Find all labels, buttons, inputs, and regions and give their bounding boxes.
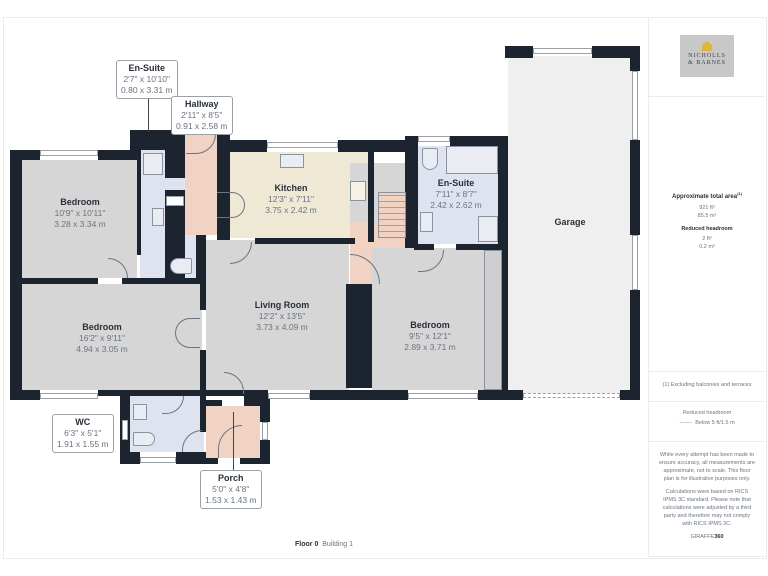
window bbox=[140, 457, 176, 463]
window bbox=[268, 393, 310, 399]
callout-ensuite-1: En-Suite 2'7" x 10'10" 0.80 x 3.31 m bbox=[116, 60, 178, 99]
room-label-ensuite-2: En-Suite 7'11" x 8'7" 2.42 x 2.62 m bbox=[430, 178, 482, 210]
callout-wc: WC 6'3" x 5'1" 1.91 x 1.55 m bbox=[52, 414, 114, 453]
wall bbox=[338, 140, 406, 152]
window bbox=[40, 393, 98, 399]
wall bbox=[10, 278, 98, 284]
window bbox=[533, 48, 592, 54]
basin-fixture bbox=[133, 404, 147, 420]
leader-line bbox=[233, 412, 234, 470]
wall bbox=[310, 390, 408, 400]
door bbox=[175, 318, 200, 348]
note-section: (1) Excluding balconies and terraces bbox=[649, 371, 765, 402]
basin-fixture bbox=[152, 208, 164, 226]
wall bbox=[200, 400, 222, 406]
bedroom-3-floor bbox=[372, 248, 504, 390]
room-label-garage: Garage bbox=[554, 217, 586, 227]
wall bbox=[165, 150, 185, 178]
garage-floor bbox=[508, 56, 633, 398]
window bbox=[632, 235, 638, 290]
wall bbox=[10, 150, 40, 160]
window bbox=[262, 422, 268, 440]
wall bbox=[10, 150, 22, 400]
callout-hallway: Hallway 2'11" x 8'5" 0.91 x 2.58 m bbox=[171, 96, 233, 135]
wall bbox=[200, 284, 206, 310]
wall bbox=[244, 396, 270, 406]
wall bbox=[122, 278, 206, 284]
wall bbox=[478, 390, 508, 400]
wall bbox=[630, 290, 640, 400]
window bbox=[408, 393, 478, 399]
window bbox=[122, 420, 128, 440]
wall bbox=[98, 390, 268, 396]
area-title: Approximate total area(1) bbox=[672, 191, 742, 200]
living-room-floor bbox=[206, 240, 349, 390]
wall bbox=[456, 244, 504, 250]
shower-fixture bbox=[143, 153, 163, 175]
window bbox=[267, 142, 338, 148]
area-section: Approximate total area(1) 921 ft² 85.5 m… bbox=[649, 96, 765, 372]
window bbox=[166, 196, 184, 206]
wall bbox=[165, 190, 185, 278]
wardrobe bbox=[484, 250, 502, 390]
window bbox=[632, 71, 638, 140]
sink-fixture bbox=[280, 154, 304, 168]
basin-fixture bbox=[420, 212, 433, 232]
wall bbox=[630, 140, 640, 235]
room-label-bedroom-3: Bedroom 9'5" x 12'1" 2.89 x 3.71 m bbox=[404, 320, 456, 352]
leader-line bbox=[148, 96, 149, 132]
wall bbox=[405, 136, 418, 248]
toilet-fixture bbox=[170, 258, 192, 274]
toilet-fixture bbox=[422, 148, 438, 170]
floor-plan: Bedroom 10'9" x 10'11" 3.28 x 3.34 m Bed… bbox=[10, 46, 640, 548]
toilet-fixture bbox=[133, 432, 155, 446]
wall bbox=[505, 46, 533, 58]
wall bbox=[200, 350, 206, 390]
wall bbox=[414, 244, 434, 250]
wall bbox=[120, 452, 140, 464]
window bbox=[418, 136, 450, 142]
wall bbox=[200, 396, 206, 432]
logo-section: NICHOLLS & BARNES bbox=[649, 18, 765, 97]
window bbox=[40, 150, 98, 156]
wall bbox=[196, 235, 206, 283]
disclaimer-section: While every attempt has been made to ens… bbox=[649, 441, 765, 557]
stairs bbox=[378, 192, 406, 238]
wall bbox=[260, 406, 270, 422]
agency-logo: NICHOLLS & BARNES bbox=[680, 35, 734, 77]
wall bbox=[98, 150, 140, 160]
wall bbox=[450, 136, 506, 146]
floor-caption: Floor 0 Building 1 bbox=[295, 541, 353, 548]
door bbox=[217, 192, 245, 218]
wall bbox=[346, 284, 372, 388]
room-label-kitchen: Kitchen 12'3" x 7'11" 3.75 x 2.42 m bbox=[265, 183, 317, 215]
wall bbox=[620, 390, 640, 400]
wall bbox=[240, 458, 270, 464]
wall bbox=[217, 140, 267, 152]
bath-fixture bbox=[446, 146, 498, 174]
wall bbox=[255, 238, 355, 244]
info-sidebar: NICHOLLS & BARNES Approximate total area… bbox=[648, 18, 765, 557]
hob-fixture bbox=[350, 181, 366, 201]
wall bbox=[198, 458, 218, 464]
bedroom-1-floor bbox=[22, 160, 137, 278]
wall bbox=[498, 136, 508, 398]
callout-porch: Porch 5'0" x 4'8" 1.53 x 1.43 m bbox=[200, 470, 262, 509]
shower-fixture bbox=[478, 216, 498, 242]
wall bbox=[498, 390, 523, 400]
house-icon bbox=[702, 41, 712, 51]
wall bbox=[368, 152, 374, 242]
legend-section: Reduced headroom ------- Below 5 ft/1.5 … bbox=[649, 401, 765, 442]
wall bbox=[592, 46, 640, 58]
room-label-bedroom-2: Bedroom 16'2" x 9'11" 4.94 x 3.05 m bbox=[76, 322, 128, 354]
wall bbox=[130, 130, 185, 150]
wall bbox=[10, 390, 40, 400]
room-label-living-room: Living Room 12'2" x 13'5" 3.73 x 4.09 m bbox=[254, 300, 310, 332]
wall bbox=[137, 130, 141, 255]
garage-door bbox=[523, 393, 620, 398]
room-label-bedroom-1: Bedroom 10'9" x 10'11" 3.28 x 3.34 m bbox=[54, 197, 106, 229]
bedroom-2-floor bbox=[22, 284, 202, 390]
wall bbox=[260, 440, 270, 460]
wall bbox=[630, 46, 640, 71]
